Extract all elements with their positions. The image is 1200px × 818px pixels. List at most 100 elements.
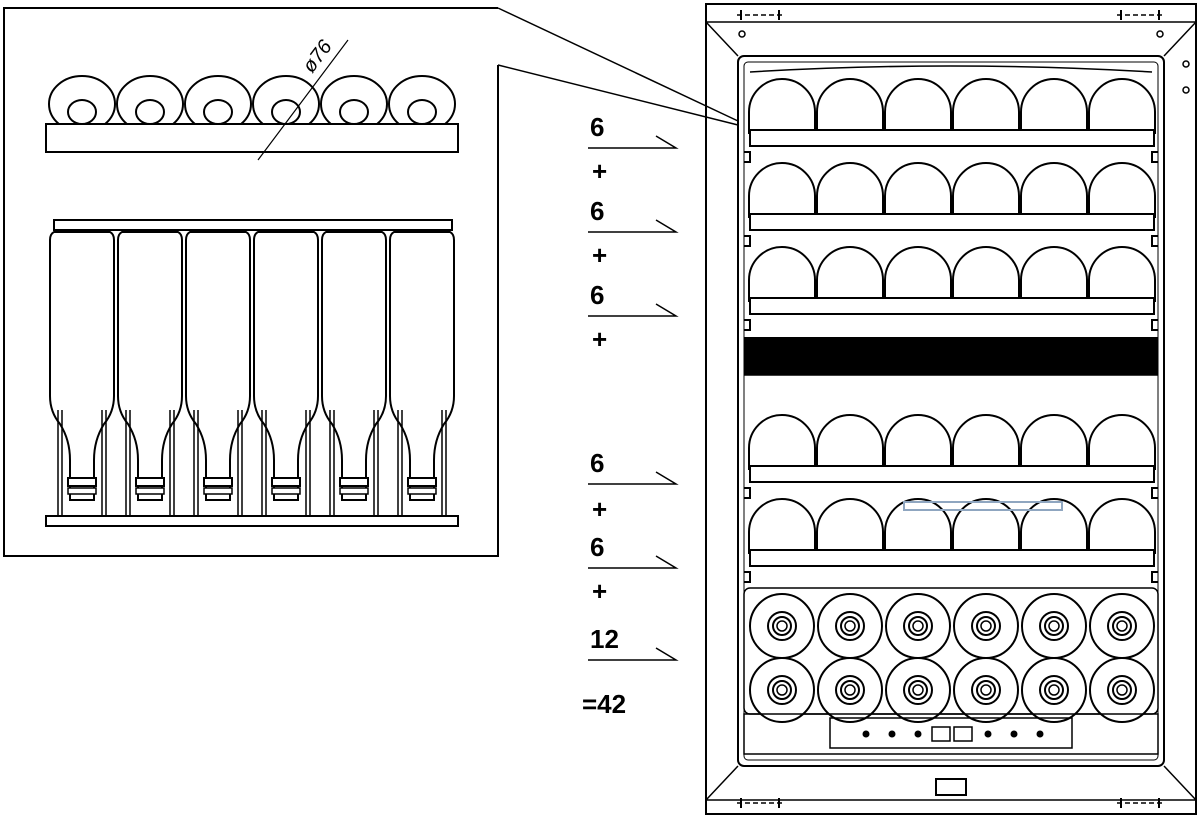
bottle-front — [952, 246, 1020, 302]
bottle-front — [816, 162, 884, 218]
capacity-step: 6+ — [588, 448, 679, 524]
bottle-front — [748, 414, 816, 470]
bottle-front — [748, 498, 816, 554]
screw-hole — [1156, 30, 1164, 38]
bottle-front — [1020, 414, 1088, 470]
display-window — [953, 726, 973, 742]
capacity-step: 6+ — [588, 532, 679, 606]
step-leader — [588, 219, 679, 233]
bottle-end-stacked — [817, 593, 883, 659]
bottle-front — [816, 414, 884, 470]
step-plus: + — [592, 494, 607, 524]
bottle-end-stacked — [817, 657, 883, 723]
shelf-rail — [749, 297, 1155, 315]
wine-shelf — [744, 414, 1158, 499]
control-panel — [829, 717, 1073, 749]
bottle-front — [748, 162, 816, 218]
bottle-ends-top-view — [48, 75, 456, 133]
control-button — [862, 730, 870, 738]
shelf-bracket — [1151, 235, 1158, 247]
capacity-labels: 6+6+6+6+6+12 — [588, 112, 679, 661]
bottles-side-view — [49, 231, 455, 516]
step-leader — [588, 555, 679, 569]
shelf-bracket — [744, 235, 751, 247]
bottle-front — [1020, 162, 1088, 218]
bottle-front — [884, 246, 952, 302]
bottle-front — [952, 78, 1020, 134]
control-button — [984, 730, 992, 738]
wine-shelf — [744, 162, 1158, 247]
mounting-marker — [1117, 798, 1163, 808]
frame-bevel-tr — [1163, 21, 1197, 57]
bottle-front — [952, 162, 1020, 218]
bottle-end-stacked — [885, 593, 951, 659]
shelf-bracket — [1151, 487, 1158, 499]
wine-shelf — [744, 246, 1158, 331]
step-count: 6 — [590, 448, 604, 478]
bottle-front — [1088, 246, 1156, 302]
bottle-end-stacked — [749, 593, 815, 659]
step-plus: + — [592, 156, 607, 186]
bottle-front — [748, 78, 816, 134]
wine-shelf — [744, 78, 1158, 163]
cabinet-inner-frame — [705, 21, 1197, 801]
screw-hole — [1182, 60, 1190, 68]
step-count: 12 — [590, 624, 619, 654]
capacity-step: 6+ — [588, 280, 679, 354]
step-count: 6 — [590, 532, 604, 562]
bottle-front — [1088, 498, 1156, 554]
interior-liner — [743, 61, 1159, 761]
bottle-front — [748, 246, 816, 302]
bottle-side — [185, 231, 251, 516]
step-leader — [588, 471, 679, 485]
step-count: 6 — [590, 196, 604, 226]
bottle-side — [321, 231, 387, 516]
detail-frame — [3, 7, 499, 557]
upper-zone-shelves — [744, 65, 1158, 331]
display-window — [931, 726, 951, 742]
step-count: 6 — [590, 112, 604, 142]
capacity-step: 6+ — [588, 112, 679, 186]
detail-inset: ø76 — [3, 7, 739, 557]
bottle-front — [816, 78, 884, 134]
bottle-end — [184, 75, 252, 133]
bottle-front — [884, 162, 952, 218]
side-view-top-rail — [53, 219, 453, 231]
bottle-end-stacked — [953, 657, 1019, 723]
zone-divider — [744, 337, 1158, 375]
bottle-ends-bottom-storage — [749, 593, 1155, 723]
cabinet-front-view — [705, 3, 1197, 815]
control-button — [1036, 730, 1044, 738]
step-leader — [588, 135, 679, 149]
control-button — [888, 730, 896, 738]
bottle-front — [884, 498, 952, 554]
mounting-marker — [737, 10, 783, 20]
step-leader — [588, 647, 679, 661]
bottle-front — [952, 498, 1020, 554]
step-plus: + — [592, 576, 607, 606]
mounting-markers — [737, 10, 1190, 808]
step-plus: + — [592, 324, 607, 354]
bottle-front — [816, 498, 884, 554]
shelf-bracket — [744, 151, 751, 163]
capacity-total: =42 — [582, 689, 626, 719]
interior-top-arc — [749, 65, 1153, 73]
bottle-end — [388, 75, 456, 133]
frame-bevel-tl — [705, 21, 739, 57]
callout-line-lower — [497, 64, 739, 126]
callout-line-upper — [497, 7, 739, 122]
bottle-front — [884, 414, 952, 470]
bottle-end-stacked — [749, 657, 815, 723]
bottle-front — [1088, 414, 1156, 470]
shelf-rail — [749, 465, 1155, 483]
bottle-side — [117, 231, 183, 516]
shelf-bracket — [1151, 319, 1158, 331]
shelf-bracket — [1151, 151, 1158, 163]
shelf-bracket — [1151, 571, 1158, 583]
side-view-base — [45, 515, 459, 527]
bottle-end-stacked — [953, 593, 1019, 659]
bottle-front — [1020, 78, 1088, 134]
shelf-rail — [749, 213, 1155, 231]
bottle-side — [49, 231, 115, 516]
